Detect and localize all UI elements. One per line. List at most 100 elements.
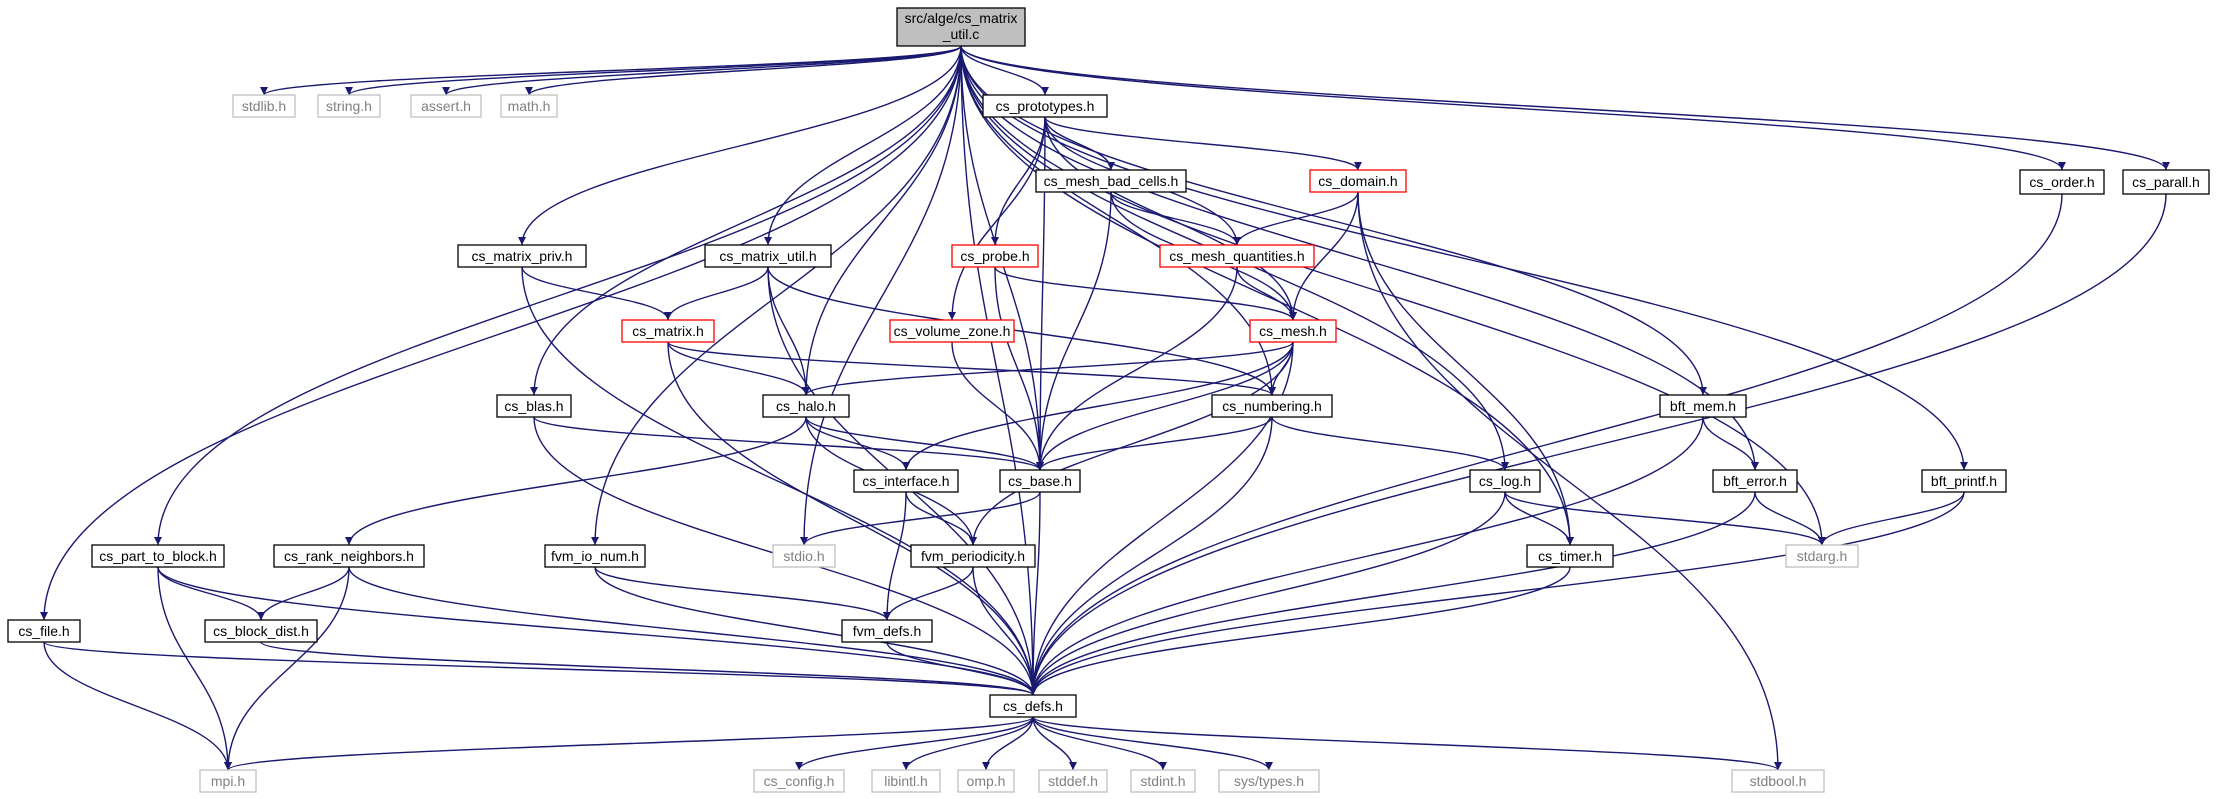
edge-cs_matrix-to-cs_defs bbox=[667, 341, 1037, 696]
edge-root-to-stdlib bbox=[260, 45, 962, 96]
node-label: cs_blas.h bbox=[504, 398, 563, 414]
node-label: fvm_io_num.h bbox=[551, 548, 639, 564]
edge-root-to-stdarg bbox=[960, 45, 1826, 546]
node-cs-base[interactable]: cs_base.h bbox=[999, 469, 1081, 493]
node-box bbox=[2122, 169, 2210, 195]
edge-cs_rank_neighbors-to-cs_block_dist bbox=[257, 566, 350, 621]
edge-root-to-cs_parall bbox=[960, 45, 2170, 171]
node-label: cs_matrix.h bbox=[632, 323, 704, 339]
edge-cs_block_dist-to-cs_defs bbox=[260, 641, 1037, 696]
node-cs-blas[interactable]: cs_blas.h bbox=[496, 394, 572, 418]
node-cs-probe[interactable]: cs_probe.h bbox=[951, 244, 1039, 268]
node-cs-halo[interactable]: cs_halo.h bbox=[762, 394, 850, 418]
edge-bft_printf-to-cs_defs bbox=[1029, 491, 1965, 696]
edge-cs_numbering-to-cs_defs bbox=[1029, 416, 1273, 696]
node-box bbox=[1218, 769, 1320, 793]
node-label: cs_prototypes.h bbox=[996, 98, 1095, 114]
node-box bbox=[1211, 394, 1333, 418]
edge-cs_matrix-to-cs_numbering bbox=[667, 341, 1276, 396]
node-label: cs_matrix_util.h bbox=[719, 248, 816, 264]
node-cs-numbering[interactable]: cs_numbering.h bbox=[1211, 394, 1333, 418]
node-box bbox=[1731, 769, 1825, 793]
node-cs-part-to-block[interactable]: cs_part_to_block.h bbox=[91, 544, 225, 568]
edge-root-to-cs_halo bbox=[802, 45, 962, 396]
edge-cs_numbering-to-cs_log bbox=[1271, 416, 1509, 471]
node-label: mpi.h bbox=[211, 773, 245, 789]
node-box bbox=[982, 94, 1108, 118]
dependency-edges bbox=[40, 45, 2170, 771]
node-box bbox=[1249, 319, 1337, 343]
edge-root-to-cs_order bbox=[960, 45, 2066, 171]
edge-cs_rank_neighbors-to-mpi bbox=[224, 566, 350, 771]
node-label: cs_mesh_quantities.h bbox=[1169, 248, 1304, 264]
node-string: string.h bbox=[317, 94, 381, 118]
node-box bbox=[232, 94, 296, 118]
edge-cs_base-to-stdio bbox=[800, 491, 1041, 546]
edge-cs_domain-to-cs_timer bbox=[1357, 191, 1574, 546]
node-box bbox=[317, 94, 381, 118]
node-cs-file[interactable]: cs_file.h bbox=[7, 619, 81, 643]
node-label: cs_interface.h bbox=[862, 473, 949, 489]
edge-cs_mesh_quantities-to-cs_base bbox=[1036, 266, 1238, 471]
node-label: cs_log.h bbox=[1479, 473, 1531, 489]
node-box bbox=[957, 769, 1015, 793]
node-cs-domain[interactable]: cs_domain.h bbox=[1309, 169, 1407, 193]
node-label: cs_timer.h bbox=[1538, 548, 1602, 564]
node-box bbox=[1526, 544, 1614, 568]
node-label: cs_rank_neighbors.h bbox=[284, 548, 414, 564]
node-bft-mem[interactable]: bft_mem.h bbox=[1659, 394, 1747, 418]
node-cs-log[interactable]: cs_log.h bbox=[1469, 469, 1541, 493]
edge-cs_interface-to-fvm_periodicity bbox=[905, 491, 977, 546]
node-fvm-io-num[interactable]: fvm_io_num.h bbox=[544, 544, 646, 568]
node-cs-block-dist[interactable]: cs_block_dist.h bbox=[204, 619, 318, 643]
node-box bbox=[1038, 769, 1108, 793]
node-label: cs_defs.h bbox=[1003, 698, 1063, 714]
node-cs-timer[interactable]: cs_timer.h bbox=[1526, 544, 1614, 568]
edge-cs_probe-to-cs_base bbox=[994, 266, 1044, 471]
node-stdarg: stdarg.h bbox=[1785, 544, 1859, 568]
node-fvm-periodicity[interactable]: fvm_periodicity.h bbox=[910, 544, 1036, 568]
edge-cs_defs-to-stddef bbox=[1032, 716, 1077, 771]
node-cs-mesh[interactable]: cs_mesh.h bbox=[1249, 319, 1337, 343]
node-cs-matrix-util[interactable]: cs_matrix_util.h bbox=[704, 244, 832, 268]
node-cs-config: cs_config.h bbox=[753, 769, 845, 793]
node-cs-mesh-bad-cells[interactable]: cs_mesh_bad_cells.h bbox=[1035, 169, 1187, 193]
node-cs-mesh-quantities[interactable]: cs_mesh_quantities.h bbox=[1159, 244, 1315, 268]
node-box bbox=[871, 769, 941, 793]
edge-root-to-bft_error bbox=[960, 45, 1759, 471]
edge-cs_mesh-to-cs_halo bbox=[802, 341, 1294, 396]
edge-root-to-math bbox=[525, 45, 962, 96]
node-root[interactable]: src/alge/cs_matrix_util.c bbox=[896, 7, 1026, 47]
node-libintl: libintl.h bbox=[871, 769, 941, 793]
node-box bbox=[204, 619, 318, 643]
node-bft-printf[interactable]: bft_printf.h bbox=[1921, 469, 2007, 493]
node-cs-prototypes[interactable]: cs_prototypes.h bbox=[982, 94, 1108, 118]
node-bft-error[interactable]: bft_error.h bbox=[1712, 469, 1798, 493]
node-cs-matrix-priv[interactable]: cs_matrix_priv.h bbox=[457, 244, 587, 268]
node-fvm-defs[interactable]: fvm_defs.h bbox=[841, 619, 933, 643]
edge-cs_defs-to-mpi bbox=[224, 716, 1034, 771]
node-cs-order[interactable]: cs_order.h bbox=[2019, 169, 2105, 195]
node-label: cs_base.h bbox=[1008, 473, 1072, 489]
node-cs-parall[interactable]: cs_parall.h bbox=[2122, 169, 2210, 195]
node-cs-volume-zone[interactable]: cs_volume_zone.h bbox=[889, 319, 1015, 343]
edge-cs_halo-to-cs_base bbox=[805, 416, 1044, 471]
node-label: stdint.h bbox=[1140, 773, 1185, 789]
edge-bft_mem-to-bft_error bbox=[1702, 416, 1759, 471]
node-box bbox=[1921, 469, 2007, 493]
node-cs-rank-neighbors[interactable]: cs_rank_neighbors.h bbox=[273, 544, 425, 568]
node-mpi: mpi.h bbox=[199, 769, 257, 793]
edge-cs_defs-to-omp bbox=[982, 716, 1034, 771]
node-cs-interface[interactable]: cs_interface.h bbox=[853, 469, 959, 493]
node-stddef: stddef.h bbox=[1038, 769, 1108, 793]
node-box bbox=[1469, 469, 1541, 493]
node-label: libintl.h bbox=[884, 773, 928, 789]
edge-root-to-stdio bbox=[800, 45, 962, 546]
edge-root-to-bft_printf bbox=[960, 45, 1968, 471]
node-box bbox=[1130, 769, 1196, 793]
node-label: stdbool.h bbox=[1750, 773, 1807, 789]
node-cs-matrix[interactable]: cs_matrix.h bbox=[621, 319, 715, 343]
node-label: stdio.h bbox=[783, 548, 824, 564]
node-cs-defs[interactable]: cs_defs.h bbox=[989, 694, 1077, 718]
